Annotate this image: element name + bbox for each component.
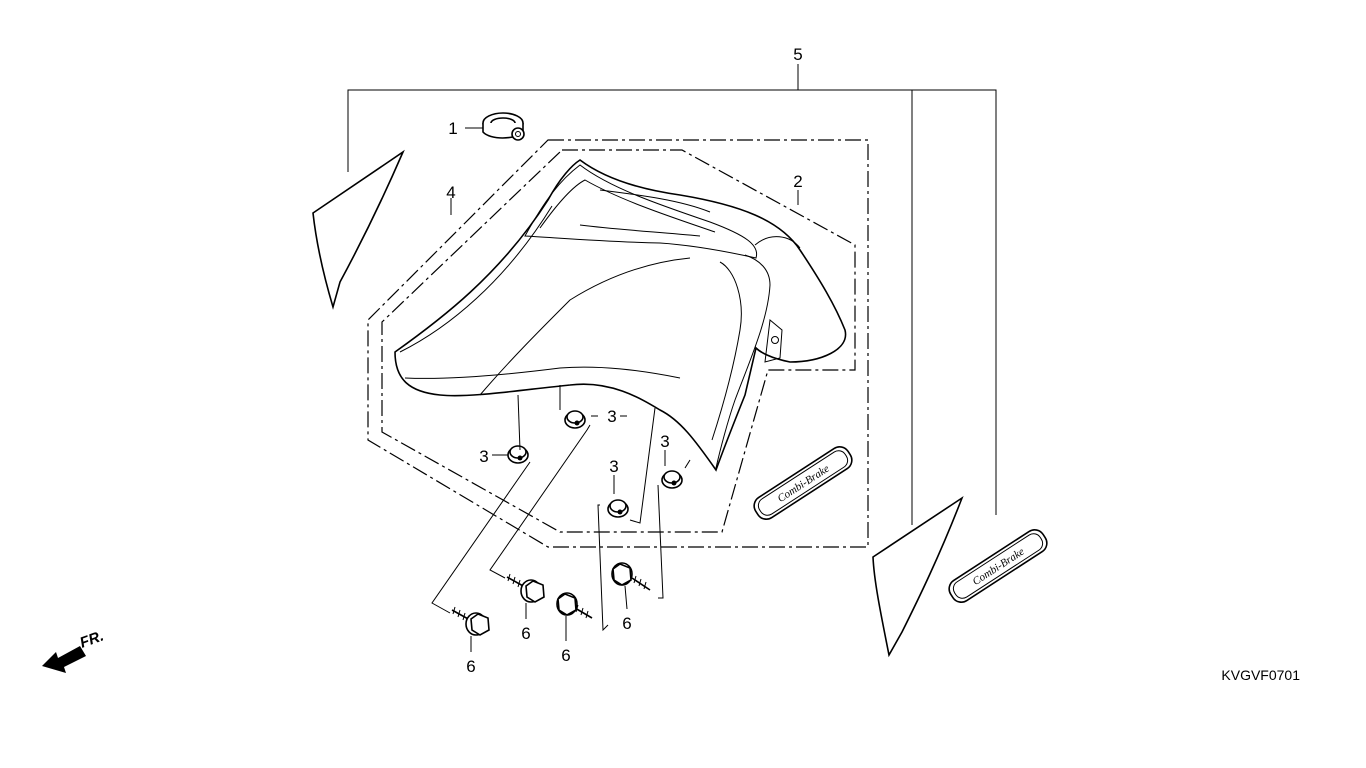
- group-outline-part-2: [381, 149, 856, 533]
- grommet-4: [661, 470, 683, 489]
- callout-4: 4: [446, 183, 455, 202]
- bolt-4: [611, 562, 651, 591]
- grommet-3: [607, 499, 629, 518]
- grommet-1: [507, 445, 529, 464]
- callout-1: 1: [448, 119, 457, 138]
- callout-6-b: 6: [521, 624, 530, 643]
- diagram-code: KVGVF0701: [1221, 667, 1300, 683]
- grommet-2: [564, 410, 586, 429]
- right-side-decal: [872, 495, 964, 658]
- callout-3-c: 3: [609, 457, 618, 476]
- front-fender: [394, 159, 847, 472]
- emblem-fender: Combi-Brake: [753, 446, 853, 520]
- callout-6-a: 6: [466, 657, 475, 676]
- bolt-3: [556, 592, 593, 619]
- grommet-to-bolt-leaders: [431, 385, 691, 632]
- group-outline-part-4: [367, 139, 869, 548]
- callout-3-a: 3: [479, 447, 488, 466]
- front-direction-label: FR.: [78, 628, 107, 652]
- emblem-loose: Combi-Brake: [948, 529, 1048, 603]
- callout-6-c: 6: [561, 646, 570, 665]
- callout-3-b: 3: [607, 407, 616, 426]
- callout-2: 2: [793, 172, 802, 191]
- bolt-2: [506, 573, 545, 603]
- callout-3-d: 3: [660, 432, 669, 451]
- callout-6-d: 6: [622, 614, 631, 633]
- callout-5: 5: [793, 45, 802, 64]
- leader-6-d: [624, 585, 628, 610]
- bolt-1: [451, 606, 490, 636]
- left-side-decal: [312, 149, 405, 310]
- front-direction-arrow-icon: FR.: [42, 628, 106, 673]
- cable-clip: [465, 112, 525, 141]
- assembly-bracket-lines: [347, 64, 997, 525]
